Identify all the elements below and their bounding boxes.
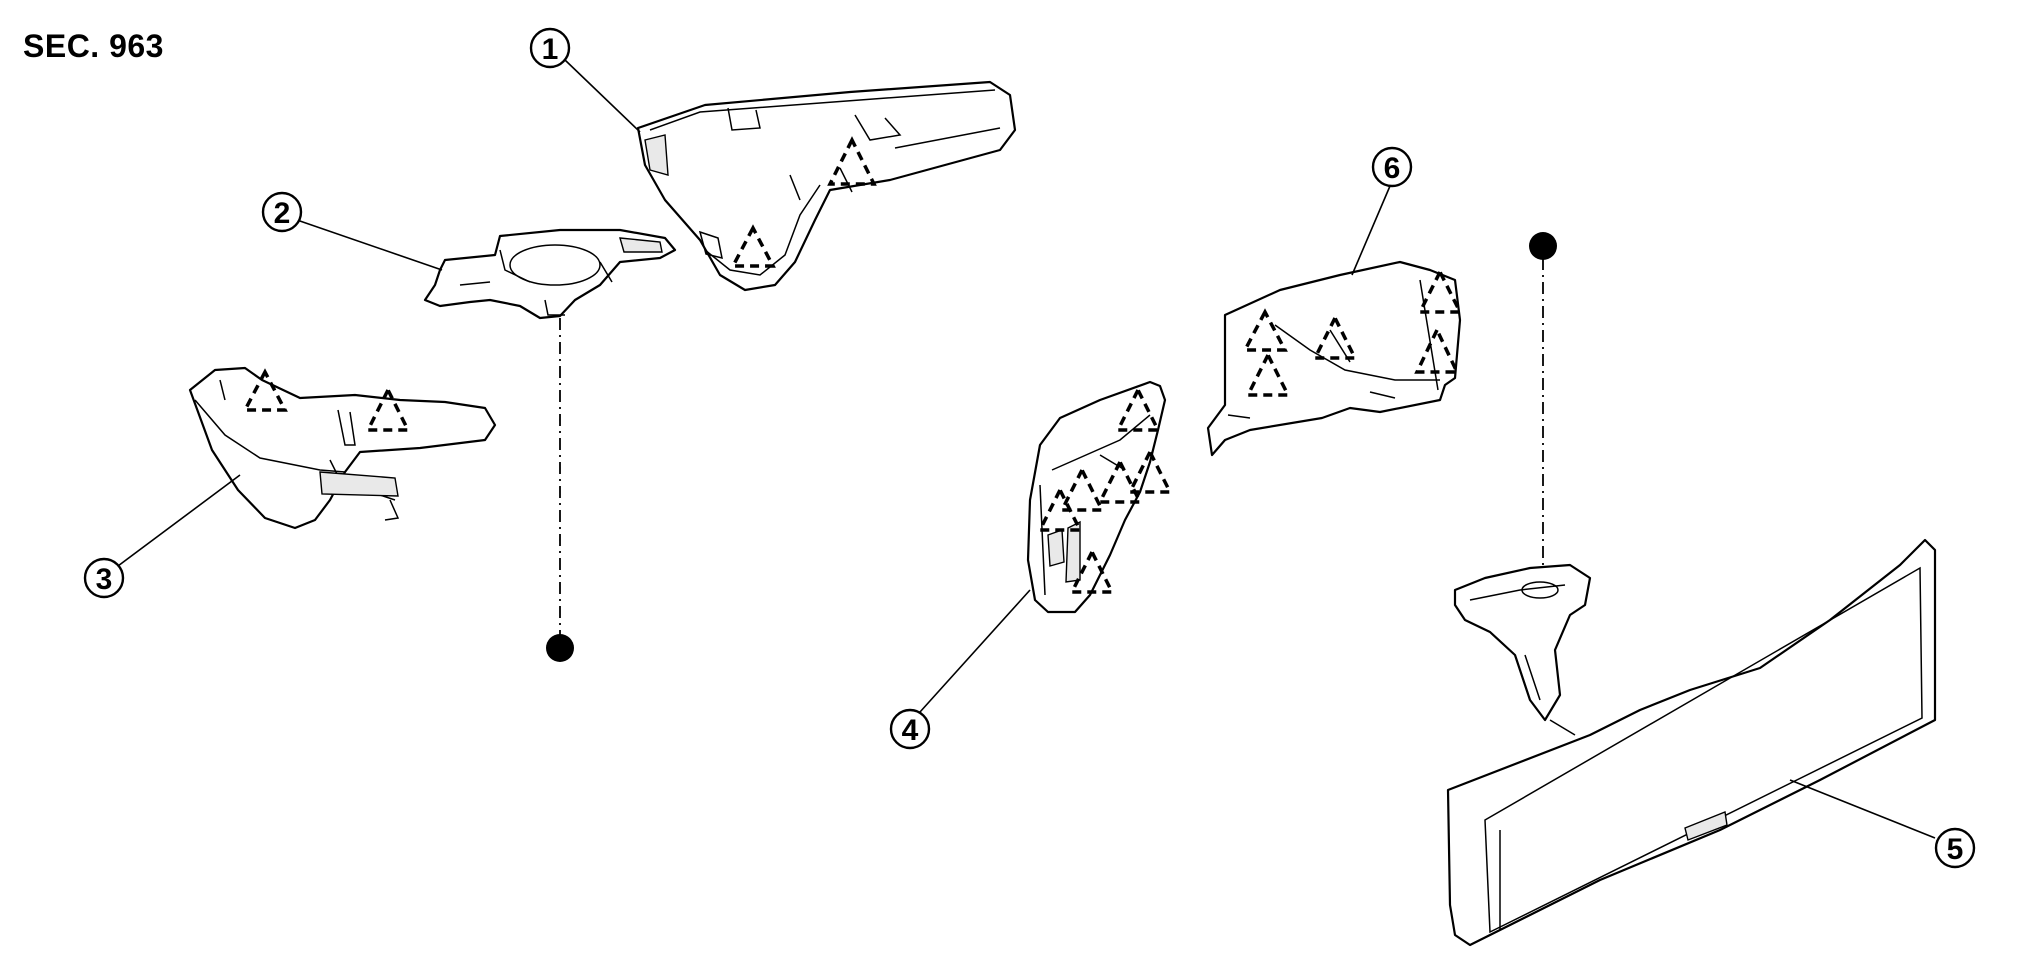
warning-triangle-1b <box>730 224 776 268</box>
section-label: SEC. 963 <box>23 28 164 64</box>
callout-1: 1 <box>529 27 571 69</box>
warning-triangle-6d <box>1245 351 1291 397</box>
warning-triangle-6e <box>1414 325 1460 374</box>
callout-2-label: 2 <box>274 197 291 230</box>
alignment-dot-left <box>546 634 574 662</box>
callout-5: 5 <box>1934 827 1976 869</box>
warning-triangle-4c <box>1097 458 1143 504</box>
part-3-lower-cover <box>188 366 497 530</box>
warning-triangle-6a <box>1417 268 1463 314</box>
part-2-bracket <box>423 228 677 320</box>
callout-4: 4 <box>889 708 931 750</box>
warning-triangle-6b <box>1242 308 1288 352</box>
callout-5-label: 5 <box>1947 833 1964 866</box>
callout-3: 3 <box>83 557 125 599</box>
warning-triangle-4f <box>1069 548 1115 594</box>
callout-2: 2 <box>261 191 303 233</box>
warning-triangle-6c <box>1312 314 1358 360</box>
warning-triangle-4b <box>1059 466 1105 512</box>
callout-4-label: 4 <box>902 714 919 747</box>
warning-triangle-4e <box>1037 486 1083 532</box>
callout-3-label: 3 <box>96 563 113 596</box>
warning-triangle-4d <box>1127 448 1173 494</box>
leader-line-3 <box>117 474 241 567</box>
leader-line-1 <box>564 59 641 133</box>
leader-line-5 <box>1789 779 1936 839</box>
callout-1-label: 1 <box>542 33 559 66</box>
warning-triangle-3a <box>242 368 288 412</box>
callout-6-label: 6 <box>1384 152 1401 185</box>
leader-line-6 <box>1351 185 1391 276</box>
leader-line-2 <box>296 219 443 271</box>
warning-triangle-4a <box>1115 386 1161 432</box>
warning-triangle-3b <box>365 386 411 432</box>
callout-6: 6 <box>1371 146 1413 188</box>
alignment-dot-right <box>1529 232 1557 260</box>
part-5-rearview-mirror <box>1446 538 1937 947</box>
leader-line-4 <box>919 589 1031 713</box>
part-1-upper-cover <box>636 80 1017 292</box>
